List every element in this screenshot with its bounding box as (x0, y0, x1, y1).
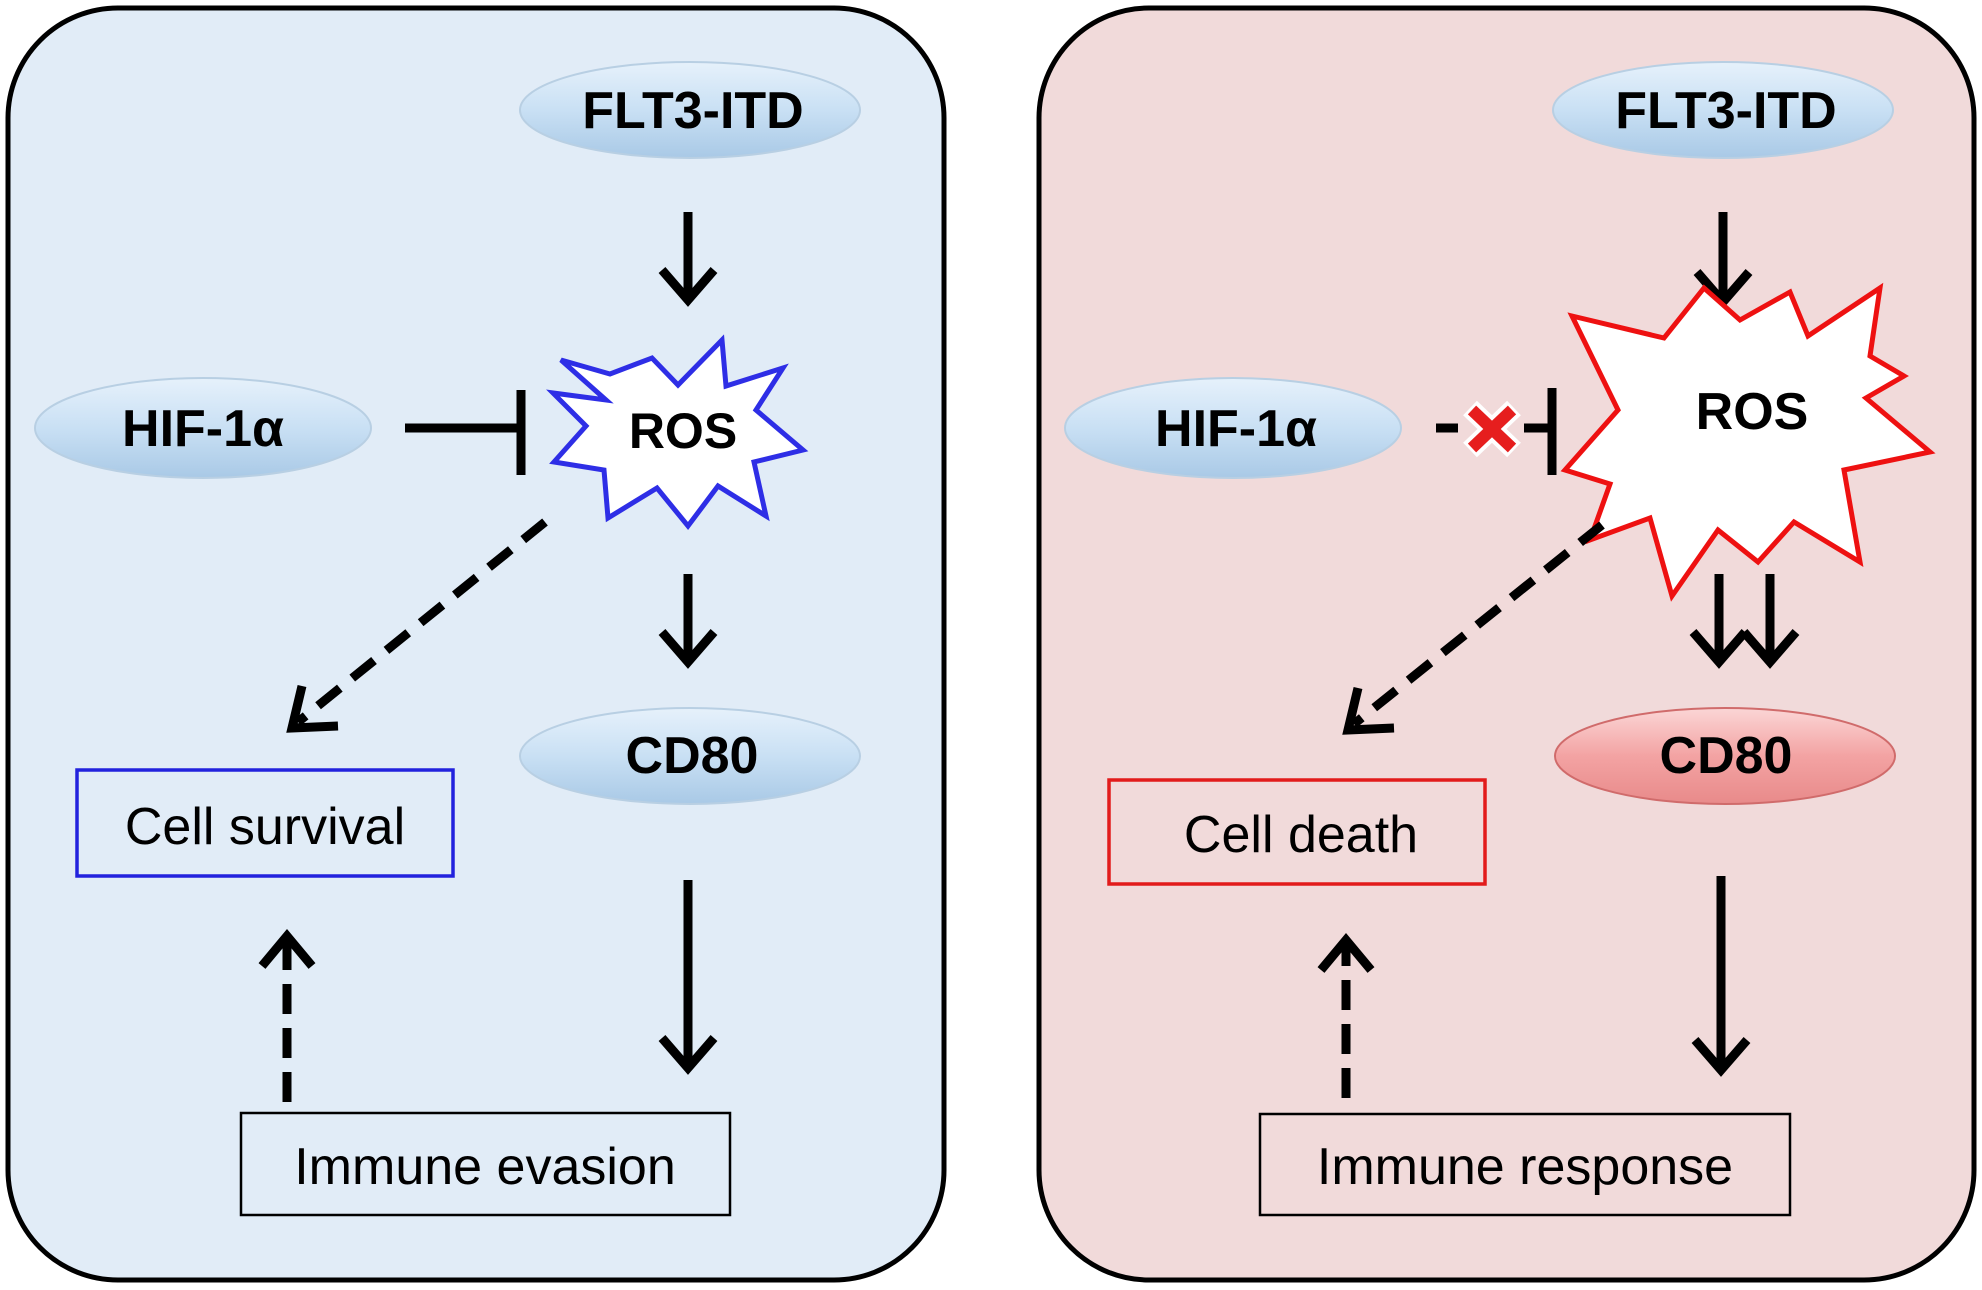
left-arrow-flt3-ros (658, 212, 718, 307)
left-hif-node: HIF-1α (34, 377, 372, 479)
right-outcome-label: Cell death (1184, 806, 1418, 864)
right-ros-burst: ROS (1560, 282, 1936, 602)
right-immune-label: Immune response (1317, 1138, 1733, 1196)
left-inhibition-hif-ros (405, 390, 526, 475)
right-double-arrow-ros-cd80 (1689, 574, 1800, 669)
right-cd80-node: CD80 (1554, 707, 1896, 805)
left-arrow-ros-cd80 (658, 574, 718, 669)
left-arrow-cd80-immune (658, 880, 718, 1075)
block-x-icon (1463, 400, 1521, 458)
right-cd80-label: CD80 (1660, 727, 1793, 785)
left-dashed-arrow-immune-survival (258, 928, 316, 1102)
right-broken-inhibition (1436, 388, 1557, 475)
left-cd80-label: CD80 (626, 727, 759, 785)
right-panel-background (1036, 5, 1977, 1283)
left-ros-label: ROS (629, 403, 737, 459)
right-hif-node: HIF-1α (1064, 377, 1402, 479)
left-dashed-arrow-ros-survival (286, 518, 548, 733)
left-outcome-box: Cell survival (75, 768, 455, 878)
left-flt3-label: FLT3-ITD (582, 82, 803, 140)
left-flt3-node: FLT3-ITD (519, 61, 861, 159)
right-arrow-cd80-immune (1691, 876, 1751, 1077)
right-hif-label: HIF-1α (1155, 400, 1317, 458)
right-ros-label: ROS (1696, 383, 1809, 441)
right-outcome-box: Cell death (1107, 778, 1487, 886)
right-dashed-arrow-immune-death (1317, 932, 1375, 1098)
left-panel-background (5, 5, 947, 1283)
left-cd80-node: CD80 (519, 707, 861, 805)
right-panel: FLT3-ITD HIF-1α ROS (1036, 5, 1977, 1283)
right-immune-box: Immune response (1258, 1112, 1792, 1217)
left-panel: FLT3-ITD HIF-1α ROS CD8 (5, 5, 947, 1283)
right-flt3-label: FLT3-ITD (1615, 82, 1836, 140)
left-immune-box: Immune evasion (239, 1111, 732, 1217)
left-hif-label: HIF-1α (122, 400, 284, 458)
left-immune-label: Immune evasion (294, 1138, 676, 1196)
right-flt3-node: FLT3-ITD (1552, 61, 1894, 159)
left-ros-burst: ROS (546, 334, 809, 531)
right-dashed-arrow-ros-death (1342, 521, 1605, 735)
left-outcome-label: Cell survival (125, 798, 405, 856)
